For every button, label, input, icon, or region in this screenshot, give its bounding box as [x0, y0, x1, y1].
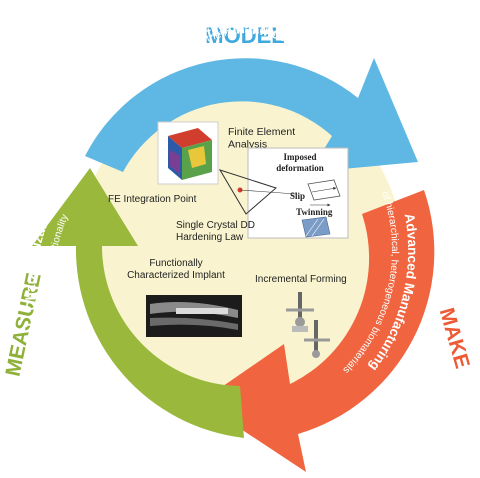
make-heading: MAKE	[435, 305, 474, 371]
text-line: Hardening Law	[176, 232, 244, 243]
model-arrow	[85, 58, 418, 172]
incremental-forming-image	[286, 292, 330, 358]
measure-arrow	[32, 168, 244, 438]
text-line: Single Crystal DD	[176, 220, 255, 231]
text-line: Finite Element	[228, 126, 295, 138]
fe-integration-point-label: FE Integration Point	[108, 194, 197, 205]
make-arrow	[200, 190, 435, 472]
integration-element	[218, 169, 297, 215]
incremental-forming-label: Incremental Forming	[255, 274, 347, 285]
slip-label: Slip	[290, 191, 305, 201]
fe-cube-image	[157, 121, 219, 185]
text-line: Functionally	[149, 258, 202, 269]
model-heading: MODEL	[205, 23, 284, 48]
text-line: Imposed	[283, 152, 316, 162]
xray-implant-image	[146, 295, 242, 337]
text-line: deformation	[276, 163, 324, 173]
twinning-label: Twinning	[296, 207, 333, 217]
text-line: Characterized Implant	[127, 270, 225, 281]
